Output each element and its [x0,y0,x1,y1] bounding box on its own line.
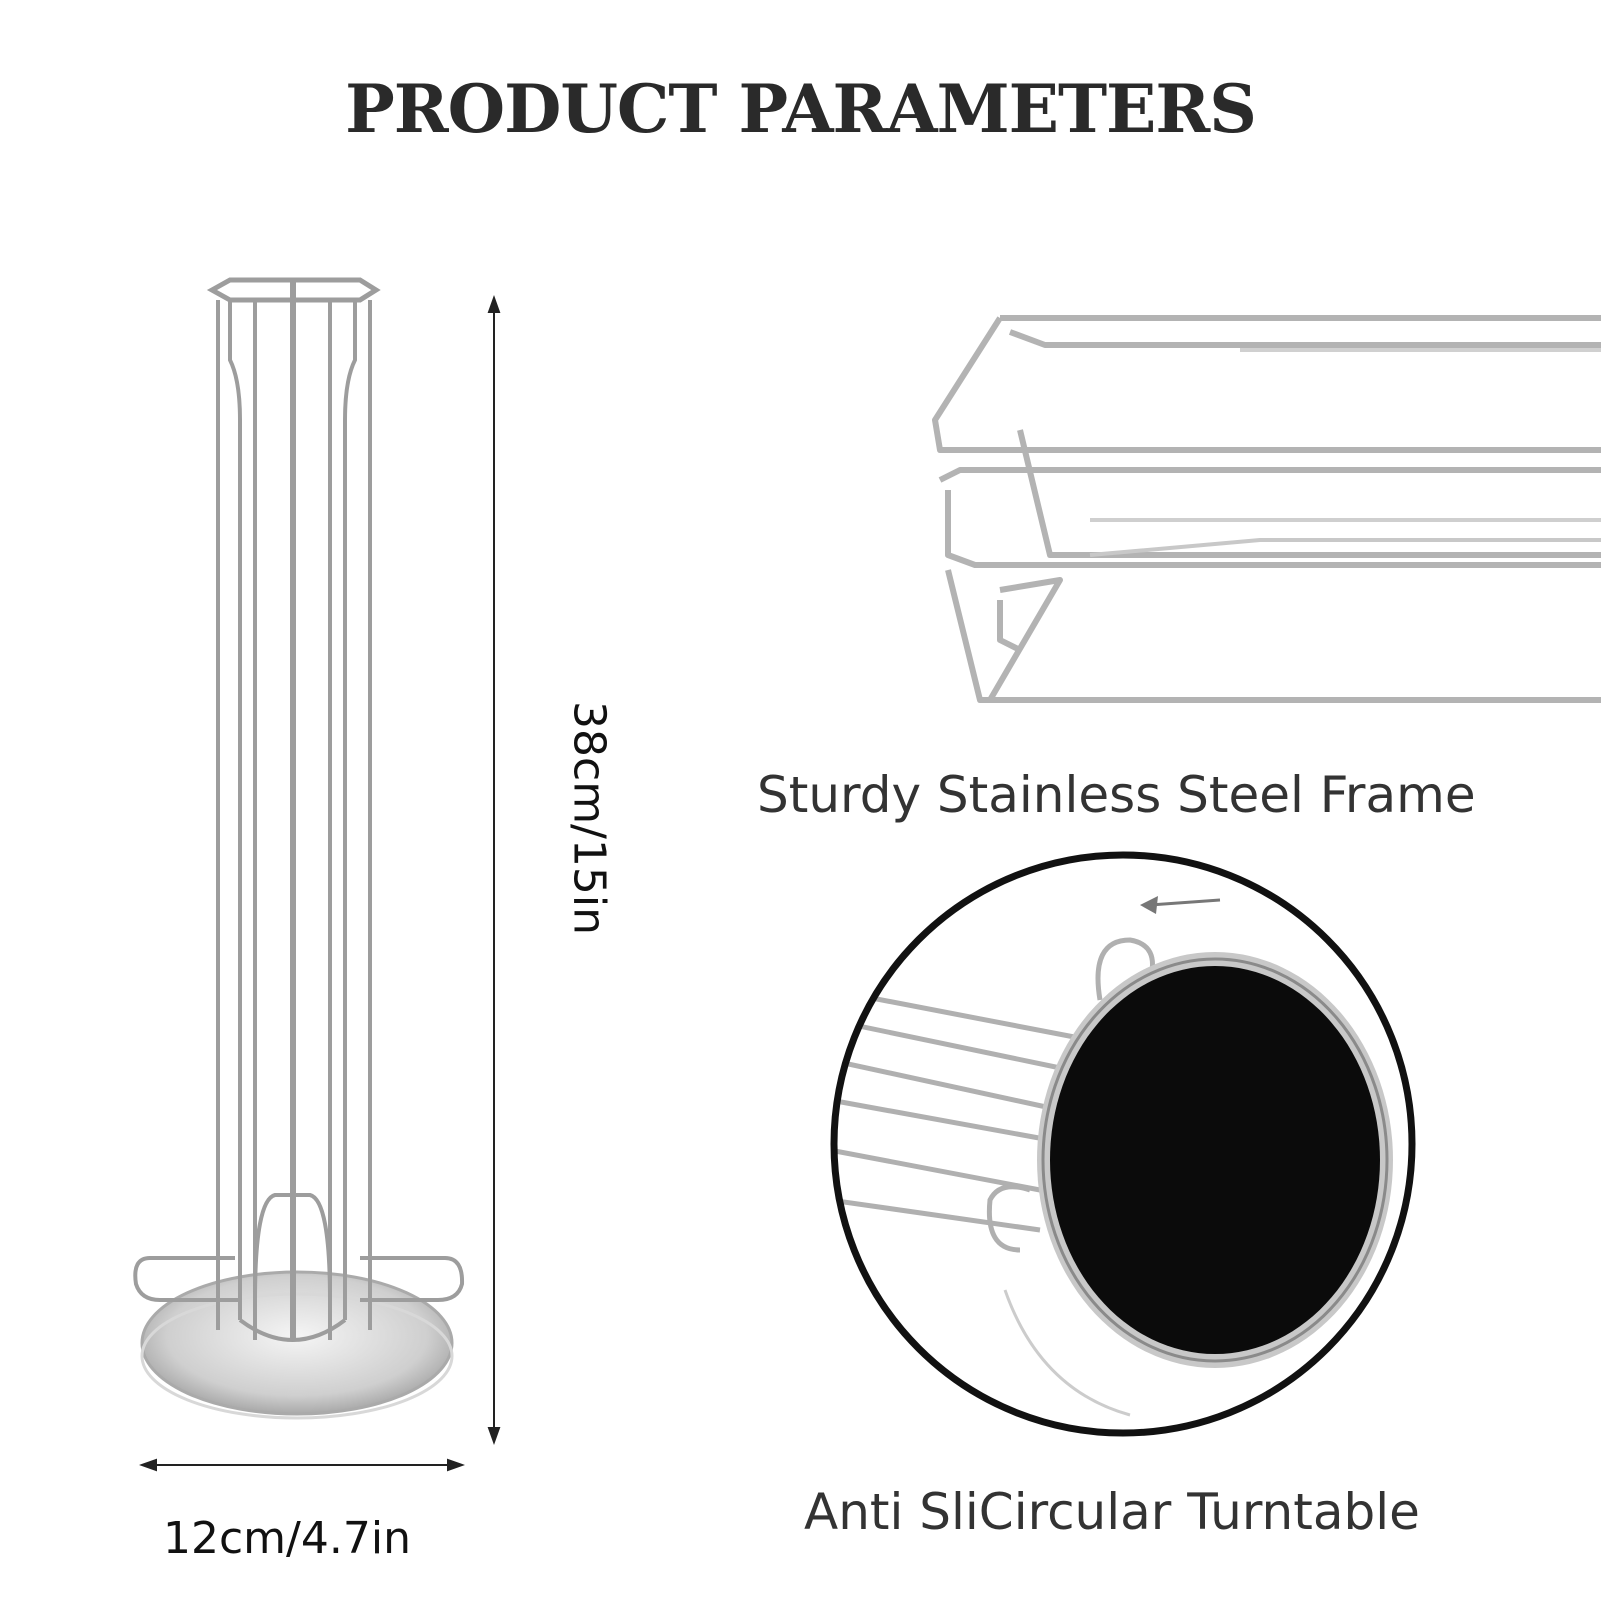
steel-frame-closeup-image [932,315,1601,703]
tower-rack-image [133,277,465,1420]
feature-caption-frame: Sturdy Stainless Steel Frame [757,766,1476,824]
turntable-closeup-image [830,851,1416,1437]
feature-caption-turntable: Anti SliCircular Turntable [804,1483,1420,1541]
height-arrow [487,295,501,1445]
height-dimension-label: 38cm/15in [563,701,615,935]
page-title: PRODUCT PARAMETERS [345,70,1257,148]
width-arrow [139,1458,465,1472]
width-dimension-label: 12cm/4.7in [163,1513,411,1564]
